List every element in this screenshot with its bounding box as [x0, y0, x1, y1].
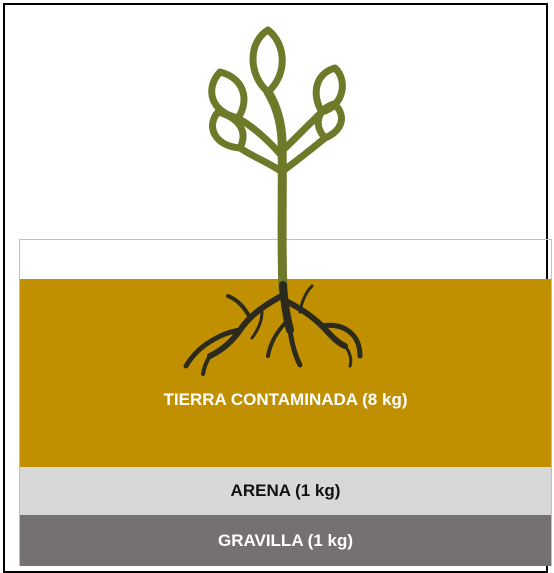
gravel-label: GRAVILLA (1 kg) — [217, 530, 354, 550]
sand-label: ARENA (1 kg) — [230, 481, 341, 500]
soil-layer: TIERRA CONTAMINADA (8 kg) — [20, 279, 551, 467]
soil-label: TIERRA CONTAMINADA (8 kg) — [163, 390, 408, 409]
sand-layer: ARENA (1 kg) — [20, 467, 551, 515]
gravel-layer: GRAVILLA (1 kg) — [20, 515, 551, 566]
